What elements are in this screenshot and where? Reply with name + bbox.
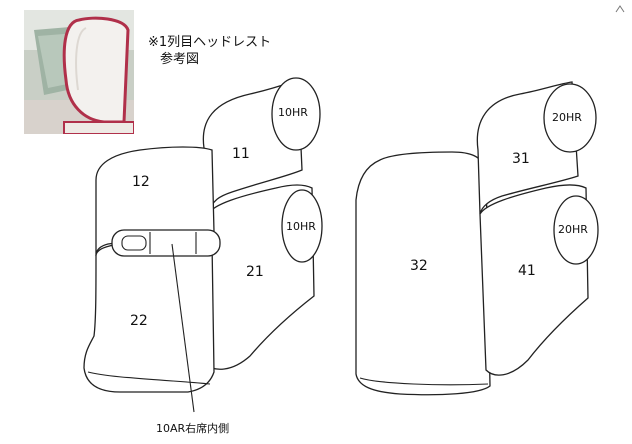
part-32-cushion: [355, 151, 491, 396]
label-part-31: 31: [512, 151, 530, 167]
rear-cushion-bottom-edge: [359, 377, 489, 386]
armrest-leader-line: [171, 243, 195, 413]
corner-mark: [615, 5, 625, 13]
label-headrest-rear-lower: 20HR: [558, 223, 588, 236]
armrest-10ar: [111, 229, 221, 257]
headrest-front-upper: [271, 77, 321, 151]
label-headrest-rear-upper: 20HR: [552, 111, 582, 124]
part-22-cushion-lower: [83, 239, 215, 393]
label-part-41: 41: [518, 263, 536, 279]
label-armrest-caption: 10AR右席内側: [156, 421, 229, 435]
armrest-inner-slot: [121, 235, 147, 251]
label-headrest-front-upper: 10HR: [278, 106, 308, 119]
note-line-1: ※1列目ヘッドレスト: [148, 35, 272, 50]
label-part-11: 11: [232, 146, 250, 162]
note-line-2: 参考図: [160, 52, 200, 67]
cushion-bottom-edge: [87, 371, 211, 385]
headrest-reference-photo: [24, 10, 134, 134]
headrest-front-lower: [281, 189, 323, 263]
label-headrest-front-lower: 10HR: [286, 220, 316, 233]
headrest-rear-upper: [543, 83, 597, 153]
headrest-rear-lower: [553, 195, 599, 265]
label-part-21: 21: [246, 264, 264, 280]
label-part-22: 22: [130, 313, 148, 329]
headrest-reference-note: ※1列目ヘッドレスト 参考図: [148, 34, 271, 68]
label-part-12: 12: [132, 174, 150, 190]
label-part-32: 32: [410, 258, 428, 274]
